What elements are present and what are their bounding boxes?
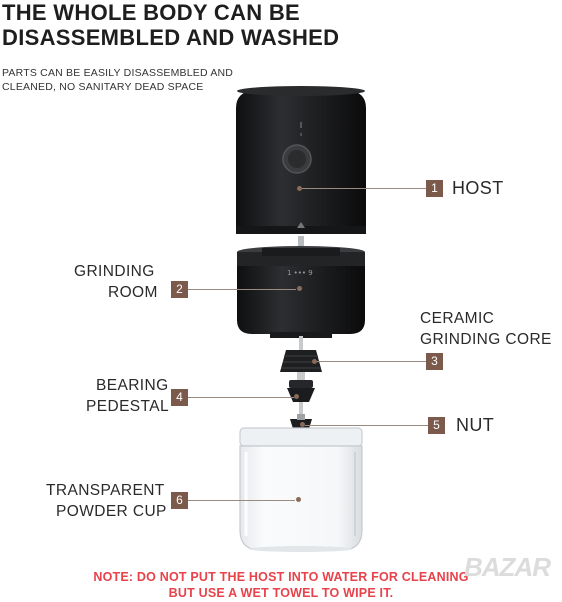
grinding-room-part: 1 ••• 9 — [237, 246, 365, 350]
label-grinding-line2: ROOM — [108, 284, 158, 301]
label-host: HOST — [452, 178, 504, 198]
badge-3: 3 — [426, 353, 443, 370]
label-cup-line2: POWDER CUP — [56, 503, 167, 520]
heading-line-2: DISASSEMBLED AND WASHED — [2, 25, 340, 50]
label-cup-line1: TRANSPARENT — [46, 482, 165, 499]
grinding-leader-line — [188, 289, 296, 290]
subtitle-line-2: CLEANED, NO SANITARY DEAD SPACE — [2, 81, 204, 93]
badge-1: 1 — [426, 180, 443, 197]
label-bearing-line2: PEDESTAL — [86, 398, 170, 415]
label-nut: NUT — [456, 415, 495, 435]
host-marker — [297, 186, 302, 191]
badge-2: 2 — [171, 281, 188, 298]
note-line-2: BUT USE A WET TOWEL TO WIPE IT. — [168, 586, 394, 600]
label-ceramic-line2: GRINDING CORE — [420, 331, 552, 348]
grinding-marker — [297, 286, 302, 291]
label-bearing-line1: BEARING — [96, 377, 169, 394]
label-grinding-line1: GRINDING — [74, 263, 155, 280]
cup-leader-line — [188, 500, 295, 501]
host-leader-line — [302, 188, 426, 189]
ceramic-core-part — [280, 350, 322, 380]
badge-5: 5 — [428, 417, 445, 434]
powder-cup-part — [239, 427, 363, 552]
badge-4: 4 — [171, 389, 188, 406]
bearing-leader-line — [188, 397, 294, 398]
watermark-logo: BAZAR — [464, 552, 551, 582]
nut-leader-line — [305, 425, 428, 426]
heading-line-1: THE WHOLE BODY CAN BE — [2, 0, 301, 25]
note-line-1: NOTE: DO NOT PUT THE HOST INTO WATER FOR… — [93, 570, 469, 584]
bearing-marker — [294, 394, 299, 399]
ceramic-leader-line — [317, 361, 426, 362]
nut-marker — [300, 422, 305, 427]
svg-text:1 ••• 9: 1 ••• 9 — [287, 269, 313, 277]
subtitle-line-1: PARTS CAN BE EASILY DISASSEMBLED AND — [2, 67, 234, 79]
ceramic-marker — [312, 359, 317, 364]
host-part — [236, 86, 366, 246]
cup-marker — [296, 497, 301, 502]
label-ceramic-line1: CERAMIC — [420, 310, 495, 327]
badge-6: 6 — [171, 492, 188, 509]
